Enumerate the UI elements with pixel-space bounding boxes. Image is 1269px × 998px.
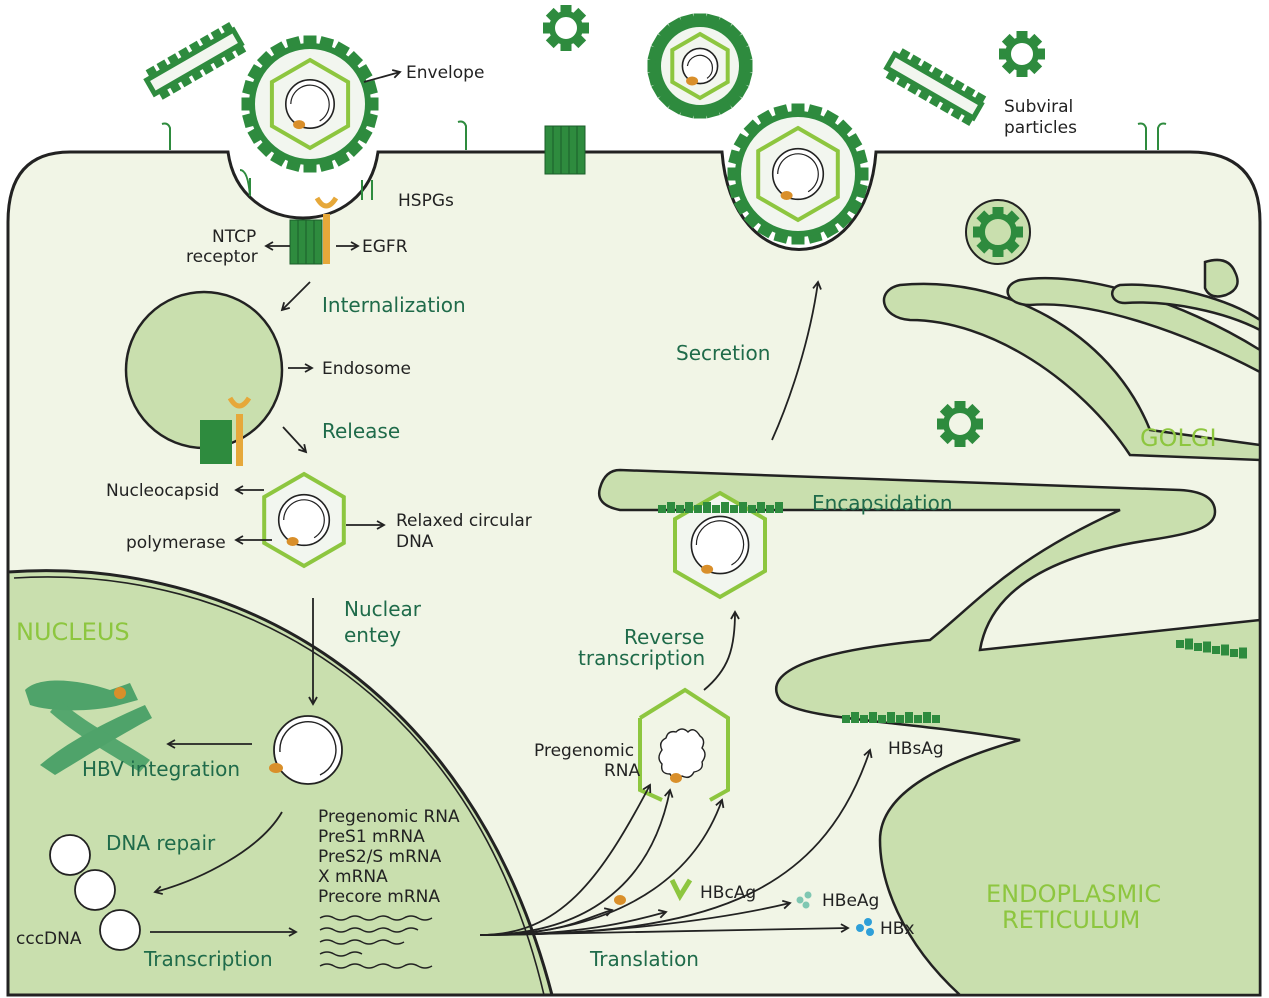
endoplasmic-reticulum	[597, 468, 1262, 997]
nucleocapsid	[262, 471, 346, 569]
label-transcript-3: X mRNA	[318, 867, 388, 887]
pregenomic-rna-capsid	[638, 687, 730, 802]
label-hbeag: HBeAg	[822, 891, 879, 911]
label-reverse-tx-2: transcription	[578, 646, 705, 670]
label-er-1: ENDOPLASMIC	[986, 880, 1161, 908]
hbv-virion	[727, 103, 869, 245]
egfr-receptor	[314, 196, 339, 264]
golgi-apparatus	[882, 258, 1262, 462]
label-transcript-0: Pregenomic RNA	[318, 807, 460, 827]
label-cccdna: cccDNA	[16, 929, 82, 949]
label-release: Release	[322, 419, 400, 443]
label-er-2: RETICULUM	[1002, 906, 1140, 934]
label-nucleocapsid: Nucleocapsid	[106, 481, 219, 501]
hbsag-on-er	[658, 502, 1247, 723]
label-nucleus: NUCLEUS	[16, 618, 130, 646]
label-internalization: Internalization	[322, 293, 466, 317]
translation-products	[614, 878, 874, 936]
label-rcdna-2: DNA	[396, 532, 434, 552]
chromosomes	[25, 680, 152, 775]
ntcp-receptor	[289, 219, 323, 265]
endosome-receptor	[200, 396, 252, 466]
label-subviral-2: particles	[1004, 118, 1077, 138]
label-golgi: GOLGI	[1140, 424, 1217, 452]
hspg-receptors	[161, 120, 1167, 200]
label-transcript-1: PreS1 mRNA	[318, 827, 425, 847]
label-transcription: Transcription	[143, 947, 273, 971]
label-pregenomic-2: RNA	[604, 761, 641, 781]
label-translation: Translation	[589, 947, 699, 971]
subviral-sphere	[999, 31, 1045, 77]
label-hbcag: HBcAg	[700, 883, 756, 903]
label-endosome: Endosome	[322, 359, 411, 379]
label-subviral-1: Subviral	[1004, 97, 1073, 117]
subviral-filament	[883, 48, 987, 126]
label-polymerase: polymerase	[126, 533, 226, 553]
label-reverse-tx-1: Reverse	[624, 625, 704, 649]
label-secretion: Secretion	[676, 341, 770, 365]
label-encapsidation: Encapsidation	[812, 491, 953, 515]
mrna-transcripts	[319, 915, 433, 969]
nucleocapsid	[673, 490, 767, 600]
subviral-sphere	[543, 5, 589, 51]
label-transcript-4: Precore mRNA	[318, 887, 440, 907]
subviral-filament	[143, 22, 247, 100]
cccdna-circles	[49, 834, 141, 951]
nuclear-rcdna	[269, 715, 343, 785]
label-nuclear-entry-2: entey	[344, 623, 401, 647]
nucleus	[6, 569, 554, 997]
label-hbsag: HBsAg	[888, 739, 944, 759]
pathway-arrows	[150, 69, 873, 937]
label-hbv-integration: HBV integration	[82, 757, 240, 781]
nucleocapsid	[670, 31, 730, 101]
label-nuclear-entry-1: Nuclear	[344, 597, 422, 621]
hbv-virion	[241, 35, 379, 173]
subviral-sphere	[965, 199, 1031, 265]
label-hbx: HBx	[880, 919, 915, 939]
subviral-sphere	[937, 401, 983, 447]
label-rcdna-1: Relaxed circular	[396, 511, 532, 531]
label-envelope: Envelope	[406, 63, 484, 83]
label-hspgs: HSPGs	[398, 191, 454, 211]
membrane-protein	[544, 125, 586, 175]
label-ntcp-2: receptor	[186, 247, 258, 267]
label-egfr: EGFR	[362, 237, 408, 257]
label-dna-repair: DNA repair	[106, 831, 216, 855]
hbv-virion	[647, 13, 753, 119]
nucleocapsid	[756, 125, 840, 223]
label-ntcp-1: NTCP	[212, 227, 256, 247]
label-transcript-2: PreS2/S mRNA	[318, 847, 442, 867]
nucleocapsid	[269, 57, 351, 151]
labels: Envelope Subviral particles HSPGs NTCP r…	[16, 63, 1217, 971]
label-pregenomic-1: Pregenomic	[534, 741, 634, 761]
